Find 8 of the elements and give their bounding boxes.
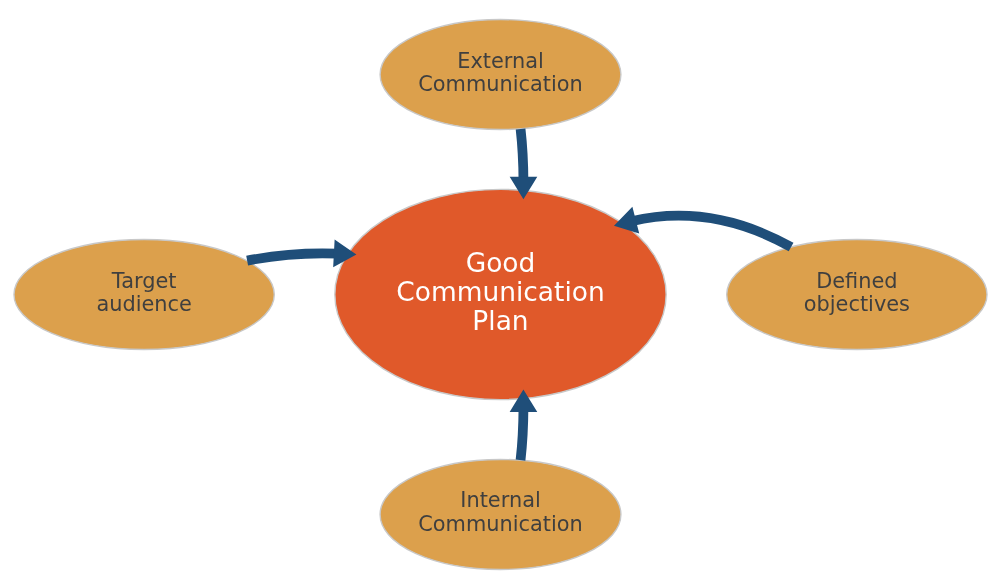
arrow xyxy=(509,128,538,199)
node-ellipse: Internal Communication xyxy=(379,458,622,570)
arrow xyxy=(509,388,538,461)
node-ellipse: Target audience xyxy=(13,238,275,350)
node-ellipse: External Communication xyxy=(379,18,622,130)
arrow xyxy=(613,206,794,251)
arrow xyxy=(246,239,357,267)
node-ellipse: Defined objectives xyxy=(726,238,988,350)
